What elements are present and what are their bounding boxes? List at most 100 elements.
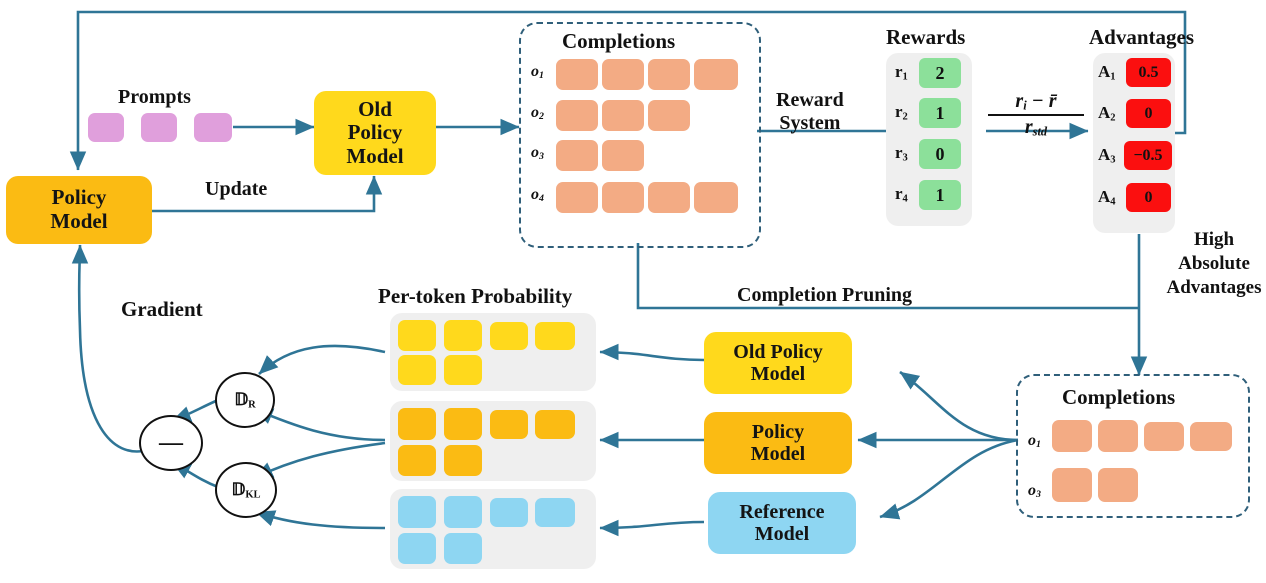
- minus-glyph: —: [159, 429, 183, 456]
- completion-tile-bottom: [1098, 420, 1138, 452]
- high-abs-line1: High: [1193, 229, 1235, 250]
- reward-name: r2: [895, 102, 908, 123]
- completion-tile: [556, 59, 598, 90]
- completion-tile: [556, 182, 598, 213]
- completion-tile-bottom: [1098, 468, 1138, 502]
- old-policy-model-line3: Model: [346, 143, 404, 168]
- per-token-probability-label: Per-token Probability: [378, 284, 573, 308]
- advantage-name: A3: [1098, 145, 1116, 166]
- completion-row-label-bottom: o1: [1028, 432, 1041, 451]
- d-r-subscript: R: [248, 399, 256, 411]
- completion-tile: [602, 182, 644, 213]
- update-label: Update: [205, 178, 268, 200]
- advantages-label: Advantages: [1089, 25, 1195, 49]
- reward-system-line1: Reward: [776, 89, 844, 111]
- reward-system-line2: System: [779, 112, 841, 134]
- d-kl-operator: 𝔻KL: [215, 462, 277, 518]
- reward-value: 2: [919, 58, 961, 88]
- prob-tile: [490, 410, 528, 439]
- reward-name: r3: [895, 143, 908, 164]
- completion-tile-bottom: [1190, 422, 1232, 451]
- prob-tile: [490, 498, 528, 527]
- reward-value: 1: [919, 180, 961, 210]
- completion-row-label: o3: [531, 144, 544, 163]
- completion-pruning-label: Completion Pruning: [737, 284, 913, 306]
- completion-row-label: o4: [531, 186, 544, 205]
- completion-tile: [602, 59, 644, 90]
- completion-tile: [694, 59, 738, 90]
- policy-model-bottom-line2: Model: [750, 443, 806, 465]
- completion-tile: [648, 59, 690, 90]
- prompt-tile: [141, 113, 177, 142]
- prob-tile: [444, 320, 482, 351]
- prob-tile: [444, 408, 482, 440]
- old-policy-model-node-bottom[interactable]: Old Policy Model: [704, 332, 852, 394]
- completion-tile: [648, 100, 690, 131]
- old-policy-model-bottom-line1: Old Policy: [733, 340, 823, 363]
- prob-tile: [398, 496, 436, 528]
- old-policy-model-line1: Old: [358, 96, 392, 121]
- formula-numerator: ri − r̄: [1015, 90, 1057, 113]
- policy-model-node-bottom[interactable]: Policy Model: [704, 412, 852, 474]
- reward-system-label: Reward System: [776, 89, 844, 135]
- completions-top-label: Completions: [562, 29, 676, 53]
- prob-tile: [398, 445, 436, 476]
- prob-tile: [535, 322, 575, 350]
- prob-tile: [398, 533, 436, 564]
- advantage-value: 0: [1126, 99, 1171, 128]
- d-kl-subscript: KL: [245, 489, 261, 501]
- prob-tile: [398, 355, 436, 385]
- completions-bottom-label: Completions: [1062, 385, 1176, 409]
- reward-value: 1: [919, 98, 961, 128]
- policy-model-line1: Policy: [51, 185, 107, 210]
- reference-model-line2: Model: [754, 523, 810, 545]
- old-policy-model-node[interactable]: Old Policy Model: [314, 91, 436, 175]
- reward-name: r4: [895, 184, 908, 205]
- prompt-tile: [88, 113, 124, 142]
- completion-tile-bottom: [1052, 420, 1092, 452]
- completion-row-label-bottom: o3: [1028, 482, 1041, 501]
- prompts-label: Prompts: [118, 86, 191, 108]
- completion-tile: [648, 182, 690, 213]
- prob-tile: [444, 496, 482, 528]
- d-r-operator: 𝔻R: [215, 372, 275, 428]
- completion-tile: [694, 182, 738, 213]
- rewards-label: Rewards: [886, 25, 966, 49]
- advantage-value: 0.5: [1126, 58, 1171, 87]
- reference-model-line1: Reference: [739, 500, 825, 523]
- prob-tile: [444, 445, 482, 476]
- prob-tile: [535, 410, 575, 439]
- completion-tile: [602, 100, 644, 131]
- prob-tile: [535, 498, 575, 527]
- prob-tile: [490, 322, 528, 350]
- completions-top-box: [519, 22, 761, 248]
- advantage-value: −0.5: [1124, 141, 1172, 170]
- completion-tile: [602, 140, 644, 171]
- prompt-tile: [194, 113, 232, 142]
- completion-row-label: o2: [531, 104, 544, 123]
- advantage-value: 0: [1126, 183, 1171, 212]
- minus-operator: —: [139, 415, 203, 471]
- policy-model-bottom-line1: Policy: [751, 420, 805, 443]
- old-policy-model-bottom-line2: Model: [750, 363, 806, 385]
- advantage-name: A1: [1098, 62, 1116, 83]
- completions-bottom-box: [1016, 374, 1250, 518]
- high-absolute-advantages-label: High Absolute Advantages: [1164, 228, 1264, 299]
- policy-model-line2: Model: [50, 209, 108, 233]
- reference-model-node[interactable]: Reference Model: [708, 492, 856, 554]
- reward-value: 0: [919, 139, 961, 169]
- formula-denominator: rstd: [988, 113, 1084, 140]
- old-policy-model-line2: Policy: [347, 120, 403, 145]
- gradient-label: Gradient: [121, 297, 203, 321]
- prob-tile: [444, 533, 482, 564]
- completion-tile: [556, 140, 598, 171]
- completion-row-label: o1: [531, 63, 544, 82]
- prob-tile: [398, 408, 436, 440]
- advantage-name: A2: [1098, 103, 1116, 124]
- high-abs-line2: Absolute: [1178, 252, 1250, 274]
- advantage-name: A4: [1098, 187, 1116, 208]
- prob-tile: [444, 355, 482, 385]
- policy-model-node[interactable]: Policy Model: [6, 176, 152, 244]
- completion-tile-bottom: [1052, 468, 1092, 502]
